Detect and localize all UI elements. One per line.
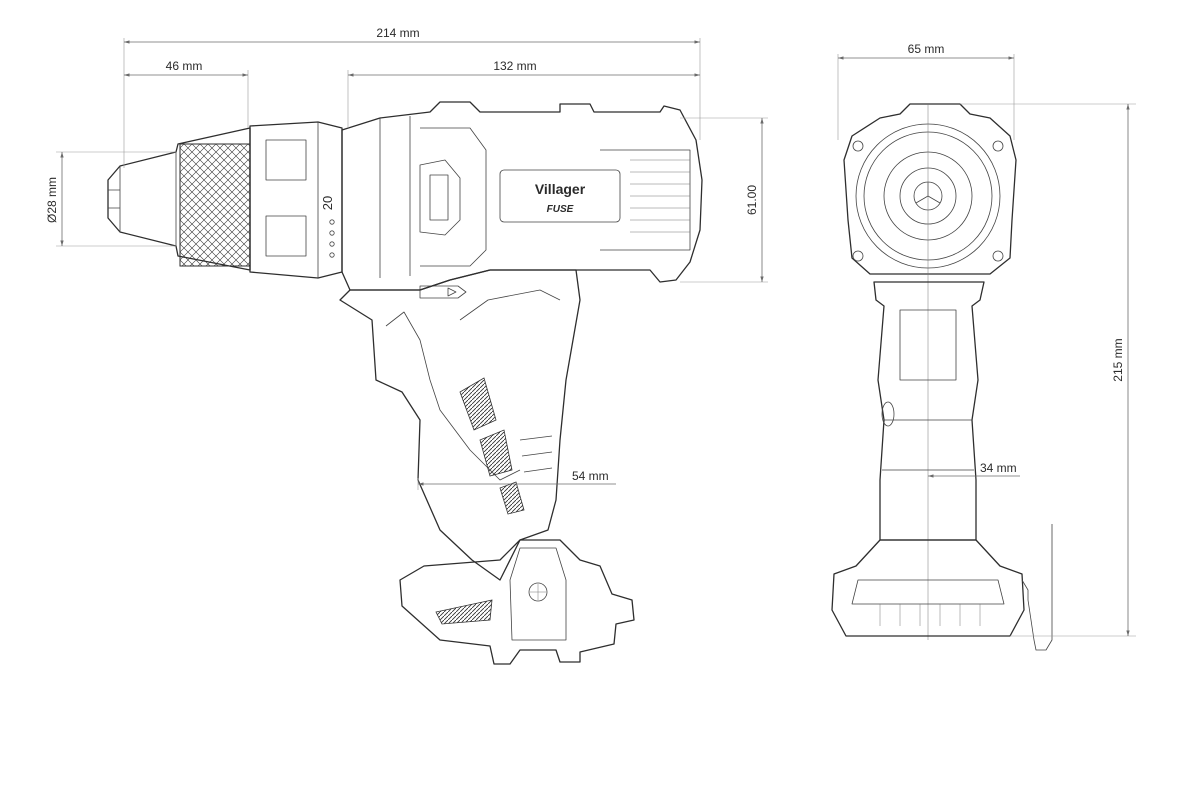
motor-housing: Villager FUSE <box>341 101 703 299</box>
clutch-collar: 20 <box>249 121 343 279</box>
foot-outline <box>399 539 635 665</box>
belt-clip <box>1021 524 1053 651</box>
foot-vent <box>435 599 493 625</box>
front-handle-outline <box>873 281 985 541</box>
corner-screw-bl <box>852 250 864 262</box>
chuck-knurled-sleeve <box>179 143 251 267</box>
dim-chuck-length: 46 mm <box>166 59 203 73</box>
dim-front-width: 65 mm <box>908 42 945 56</box>
front-head-outline <box>843 103 1017 275</box>
front-foot <box>831 524 1053 651</box>
dim-body-length: 132 mm <box>493 59 536 73</box>
direction-switch <box>419 159 461 236</box>
series-logo: FUSE <box>547 204 574 215</box>
dim-chuck-diameter: Ø28 mm <box>45 177 59 223</box>
side-dimensions: 214 mm 46 mm 132 mm Ø28 mm 61.00 54 mm <box>45 26 768 490</box>
grip-vent-1 <box>459 377 497 431</box>
side-view: 20 Villager FUSE <box>45 26 768 665</box>
cooling-vents <box>630 159 690 233</box>
corner-screw-tr <box>992 140 1004 152</box>
handle-outline <box>339 269 581 581</box>
dim-body-height: 61.00 <box>745 185 759 215</box>
dim-front-height: 215 mm <box>1111 338 1125 381</box>
front-head <box>843 103 1017 640</box>
battery-foot <box>399 539 635 665</box>
dim-handle-width: 54 mm <box>572 469 609 483</box>
brand-badge <box>499 169 621 223</box>
front-dimensions: 65 mm 215 mm 34 mm <box>837 42 1136 637</box>
torque-setting-label: 20 <box>320 196 335 210</box>
brand-logo: Villager <box>535 181 586 197</box>
chuck <box>107 127 251 271</box>
corner-screw-br <box>992 250 1004 262</box>
front-neck <box>873 281 985 541</box>
front-trigger <box>899 309 957 381</box>
chuck-jaw-lines <box>119 152 177 246</box>
grip-vent-3 <box>499 481 525 515</box>
dim-front-handle-width: 34 mm <box>980 461 1017 475</box>
front-view: 65 mm 215 mm 34 mm <box>831 42 1136 651</box>
corner-screw-tl <box>852 140 864 152</box>
forward-reverse-arrow <box>419 285 467 299</box>
handle <box>339 269 581 581</box>
dim-overall-length: 214 mm <box>376 26 419 40</box>
grip-vent-2 <box>479 429 513 477</box>
foot-screw <box>528 582 548 602</box>
